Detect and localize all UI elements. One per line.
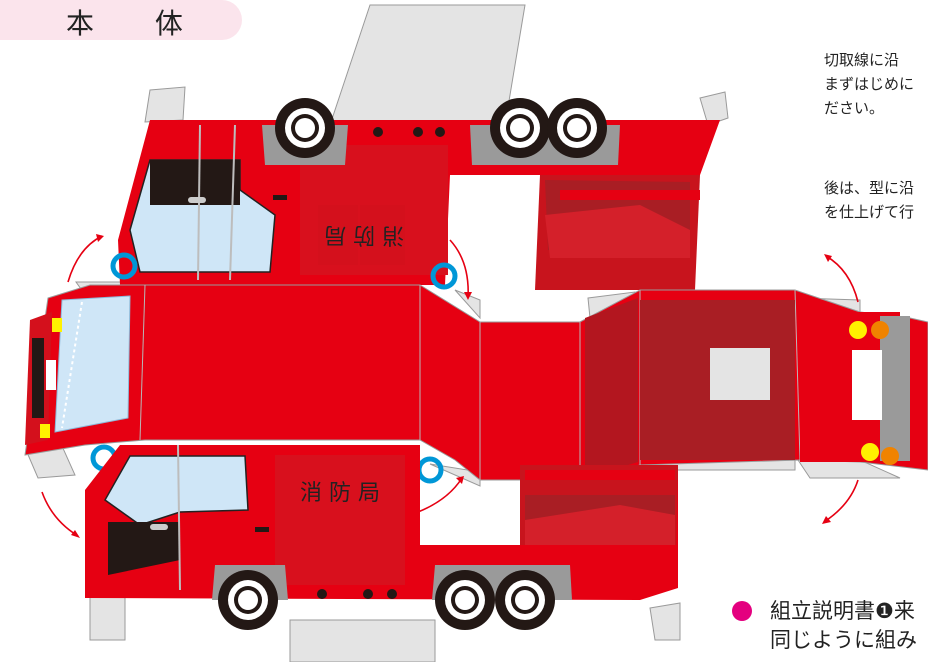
glue-tab: [699, 91, 729, 126]
assembly-note-line: 同じように組み: [770, 628, 917, 652]
door-text-upper: 消 防 局: [324, 222, 404, 247]
page-title: 本 体: [66, 7, 209, 40]
instruction-line: 切取線に沿: [824, 51, 900, 69]
instruction-line: を仕上げて行: [824, 203, 915, 221]
glue-tab: [89, 594, 126, 641]
instruction-line: 後は、型に沿: [824, 179, 915, 197]
bullet-dot: [732, 601, 752, 621]
upper-side-panel: 消 防 局: [118, 98, 720, 290]
instruction-line: まずはじめに: [824, 75, 915, 93]
instruction-line: ださい。: [824, 99, 885, 117]
assembly-note-line: 組立説明書❶来: [770, 599, 915, 623]
arrow-heads: [71, 234, 832, 538]
lower-side-panel: 消 防 局: [85, 444, 678, 630]
glue-tab-top: [329, 4, 526, 126]
door-text-lower: 消 防 局: [300, 481, 380, 506]
glue-tab: [649, 602, 681, 641]
glue-tab-bottom: [289, 619, 436, 662]
glue-tab: [144, 86, 186, 123]
title-banner: [0, 0, 242, 40]
roof-strip: [24, 252, 928, 484]
